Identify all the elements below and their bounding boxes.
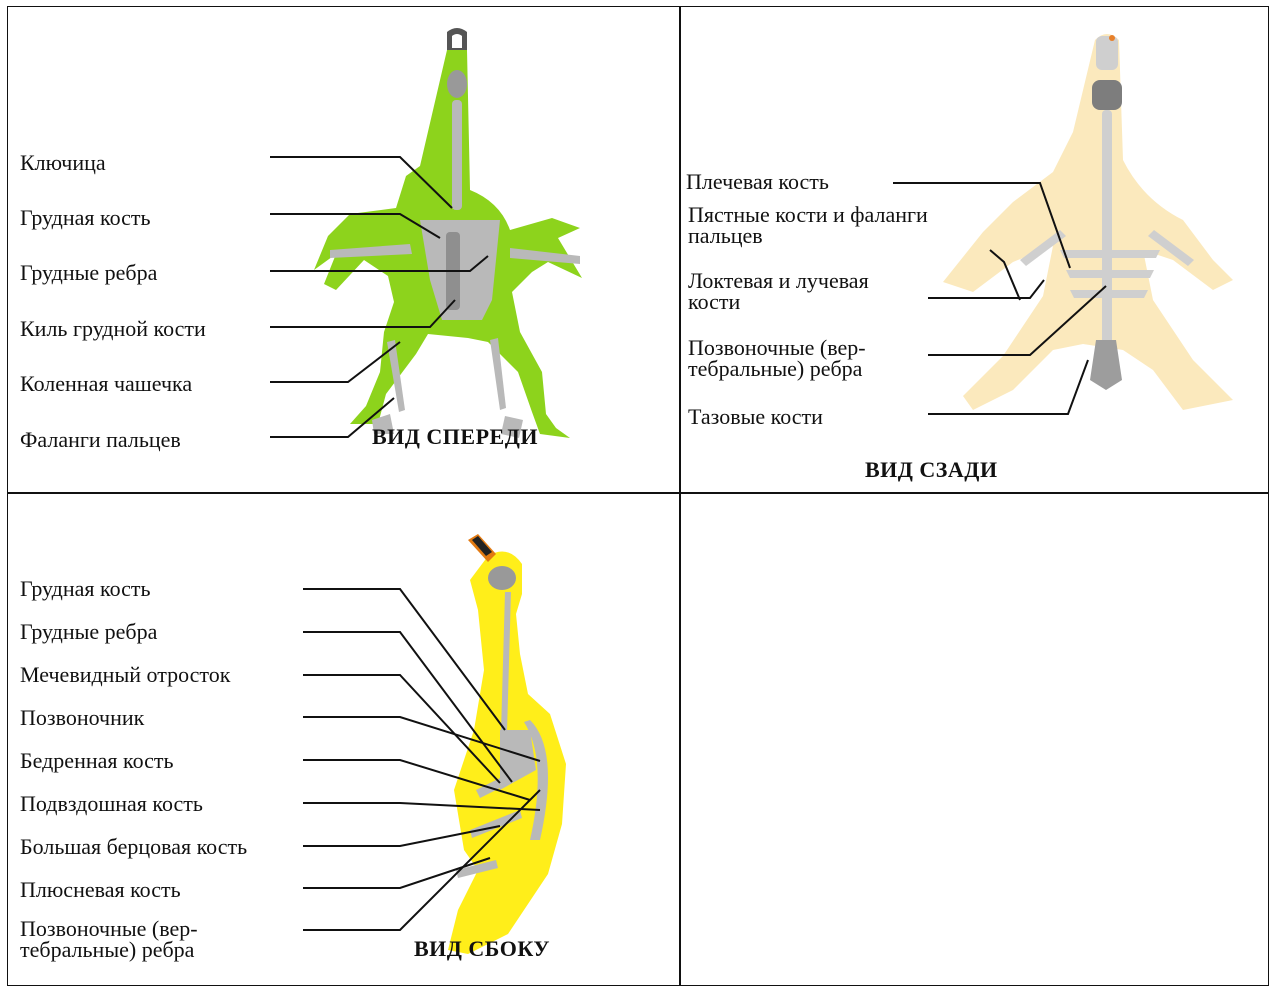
back-label-pelvis: Тазовые кости — [688, 406, 823, 428]
side-label-tibia: Большая берцовая кость — [20, 836, 247, 858]
front-label-phalanges: Фаланги пальцев — [20, 429, 181, 451]
side-label-spine: Позвоночник — [20, 707, 144, 729]
side-view-title: ВИД СБОКУ — [414, 936, 550, 962]
front-label-clavicle: Ключица — [20, 152, 106, 174]
side-label-sternum: Грудная кость — [20, 578, 151, 600]
side-label-ilium: Подвздошная кость — [20, 793, 203, 815]
side-view-panel — [7, 492, 681, 986]
front-label-keel: Киль грудной кости — [20, 318, 206, 340]
back-label-vertebral-ribs: Позвоночные (вер- тебральные) ребра — [688, 337, 866, 379]
side-label-vertebral-ribs: Позвоночные (вер- тебральные) ребра — [20, 918, 198, 960]
back-label-metacarpals: Пястные кости и фаланги пальцев — [688, 204, 928, 246]
side-label-femur: Бедренная кость — [20, 750, 174, 772]
back-label-ulna-radius: Локтевая и лучевая кости — [688, 270, 869, 312]
back-label-humerus: Плечевая кость — [686, 171, 829, 193]
front-view-title: ВИД СПЕРЕДИ — [372, 424, 538, 450]
front-label-sternum: Грудная кость — [20, 207, 151, 229]
front-label-kneecap: Коленная чашечка — [20, 373, 192, 395]
side-label-xiphoid: Мечевидный отросток — [20, 664, 230, 686]
empty-panel — [679, 492, 1269, 986]
front-view-panel — [7, 6, 681, 494]
back-view-title: ВИД СЗАДИ — [865, 457, 998, 483]
front-label-ribs: Грудные ребра — [20, 262, 157, 284]
side-label-ribs: Грудные ребра — [20, 621, 157, 643]
side-label-metatarsal: Плюсневая кость — [20, 879, 181, 901]
